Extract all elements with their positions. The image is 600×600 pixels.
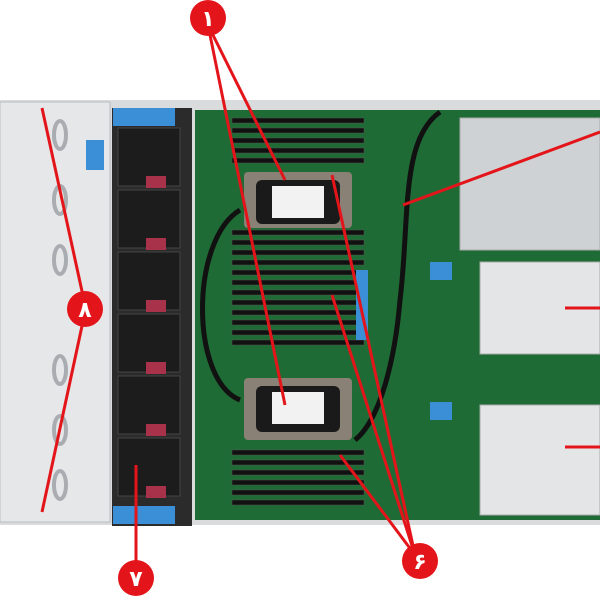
callout-label: ۱ (201, 7, 214, 32)
fan-modules (117, 127, 181, 498)
callout-drive-cage: ۸ (67, 291, 103, 327)
cpu-1 (244, 172, 352, 228)
blue-latch (430, 402, 452, 420)
riser-cage-2 (479, 404, 600, 516)
cable (353, 109, 442, 442)
drive-cage-slots (52, 119, 68, 501)
callout-fans: ۷ (118, 560, 154, 596)
callout-label: ۶ (413, 550, 426, 575)
callout-label: ۷ (129, 567, 143, 592)
fan-latch-bottom (113, 506, 175, 524)
psu-cage (459, 117, 600, 251)
blue-latch (430, 262, 452, 280)
callout-label: ۸ (78, 298, 92, 323)
cpu-2 (244, 378, 352, 440)
callout-memory: ۶ (402, 543, 438, 579)
blue-latch (86, 140, 104, 170)
fan-latch-top (113, 108, 175, 126)
callout-lines (40, 24, 600, 570)
callout-cpu: ۱ (190, 0, 226, 36)
cable (200, 207, 242, 403)
